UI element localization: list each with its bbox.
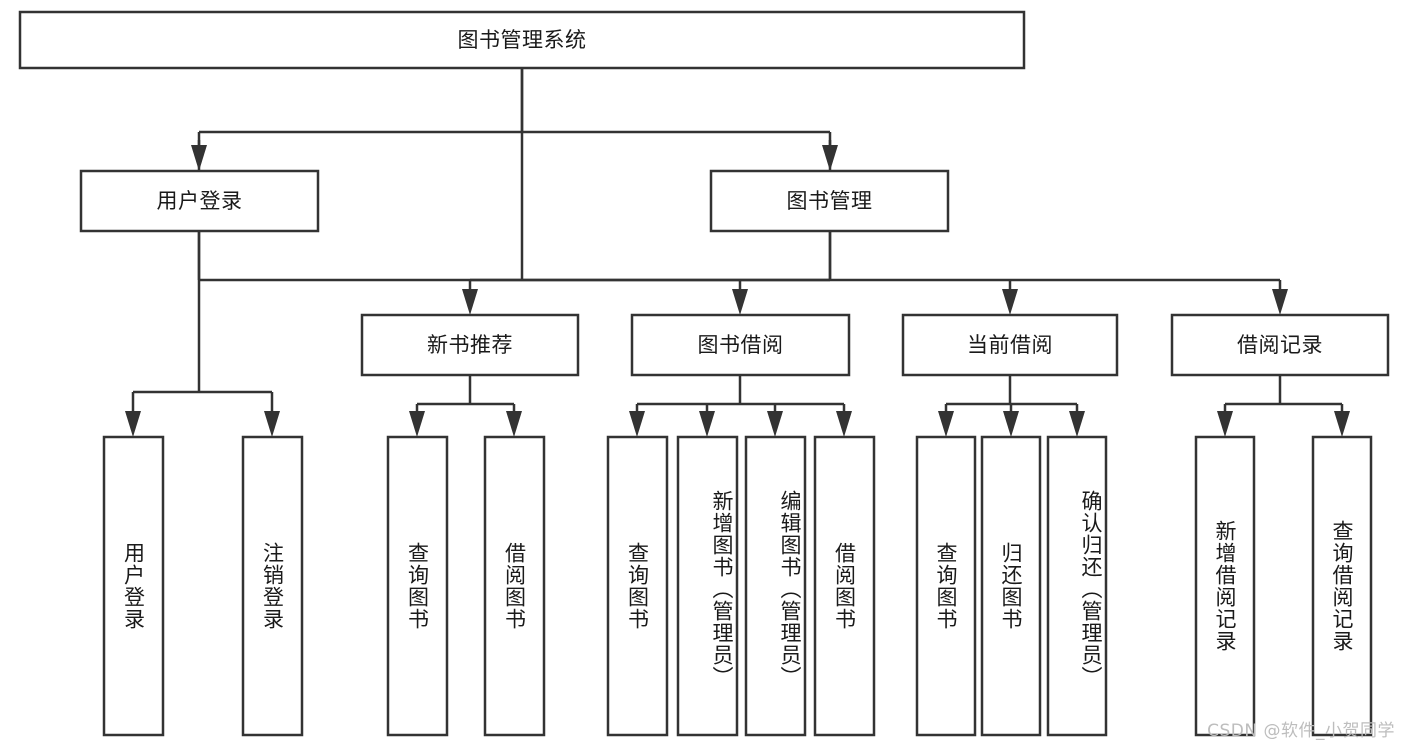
node-box-user-login[interactable] (79, 169, 320, 233)
connector-book-borrow-to-leaves (629, 375, 852, 437)
node-box-leaf-user-login[interactable] (102, 435, 165, 737)
arrowhead-leaf-borrow-book-1 (506, 411, 522, 437)
node-box-leaf-query-record[interactable] (1311, 435, 1373, 737)
arrowhead-leaf-query-book-1 (409, 411, 425, 437)
connector-current-borrow-to-leaves (938, 375, 1085, 437)
arrowhead-to-new-book-recommend (462, 289, 478, 315)
arrowhead-to-user-login (191, 145, 207, 171)
arrowhead-leaf-query-book-3 (938, 411, 954, 437)
arrowhead-to-book-borrow (732, 289, 748, 315)
node-box-leaf-logout[interactable] (241, 435, 304, 737)
node-box-leaf-return-book[interactable] (980, 435, 1042, 737)
arrowhead-leaf-add-record (1217, 411, 1233, 437)
node-box-leaf-borrow-book-2[interactable] (813, 435, 876, 737)
node-box-leaf-add-record[interactable] (1194, 435, 1256, 737)
arrowhead-leaf-user-login (125, 411, 141, 437)
connector-root-trunk (191, 68, 838, 171)
connector-book-management-to-level3 (462, 231, 1288, 315)
node-box-leaf-edit-book[interactable] (744, 435, 807, 737)
arrowhead-leaf-return-book (1003, 411, 1019, 437)
node-box-leaf-query-book-2[interactable] (606, 435, 669, 737)
arrowhead-to-current-borrow (1002, 289, 1018, 315)
arrowhead-to-borrow-record (1272, 289, 1288, 315)
node-box-new-book-recommend[interactable] (360, 313, 580, 377)
node-box-leaf-borrow-book-1[interactable] (483, 435, 546, 737)
node-box-borrow-record[interactable] (1170, 313, 1390, 377)
arrowhead-leaf-add-book (699, 411, 715, 437)
node-box-leaf-add-book[interactable] (676, 435, 739, 737)
node-box-current-borrow[interactable] (901, 313, 1119, 377)
connector-user-login-to-leaves (125, 231, 280, 437)
arrowhead-leaf-logout (264, 411, 280, 437)
node-box-root[interactable] (18, 10, 1026, 70)
arrowhead-leaf-query-book-2 (629, 411, 645, 437)
arrowhead-leaf-edit-book (767, 411, 783, 437)
node-box-leaf-query-book-3[interactable] (915, 435, 977, 737)
node-box-book-management[interactable] (709, 169, 950, 233)
node-box-book-borrow[interactable] (630, 313, 851, 377)
node-box-leaf-confirm-return[interactable] (1046, 435, 1108, 737)
connector-new-book-recommend-to-leaves (409, 375, 522, 437)
node-box-leaf-query-book-1[interactable] (386, 435, 449, 737)
arrowhead-leaf-borrow-book-2 (836, 411, 852, 437)
arrowhead-to-book-management (822, 145, 838, 171)
arrowhead-leaf-query-record (1334, 411, 1350, 437)
connector-borrow-record-to-leaves (1217, 375, 1350, 437)
arrowhead-leaf-confirm-return (1069, 411, 1085, 437)
